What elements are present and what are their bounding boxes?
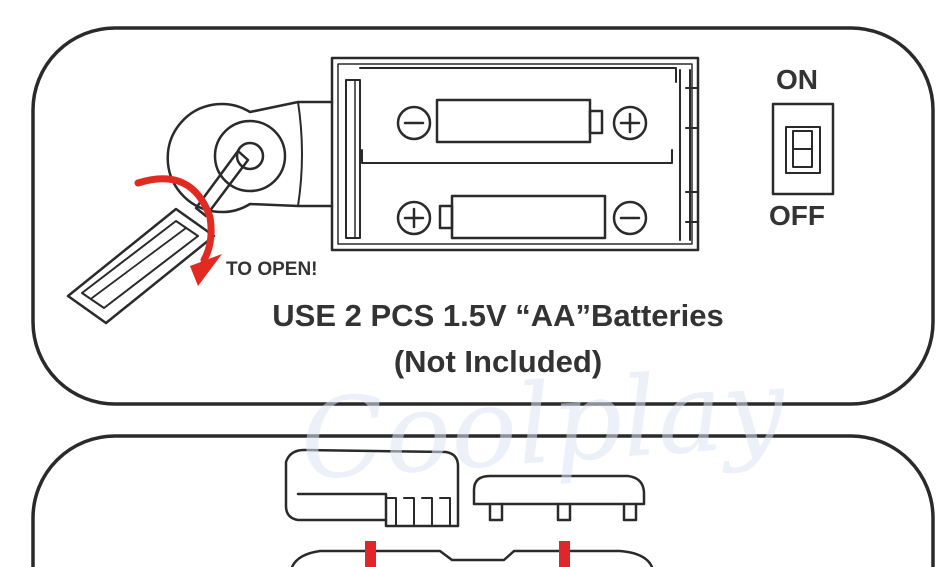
battery-top [396,98,648,144]
to-open-label: TO OPEN! [226,259,318,280]
cover-cap-right [472,474,646,522]
power-switch [771,102,835,196]
plus-terminal-icon [396,200,432,236]
bottom-panel-outline [31,434,935,567]
top-panel-outline [31,26,935,406]
plus-terminal-icon [612,105,648,141]
rotate-arrow-icon [134,175,222,286]
screwdriver-icon [66,149,250,325]
red-strap-right [559,541,570,567]
cover-cap-left [284,448,460,528]
screw-boss [166,100,334,214]
red-strap-left [365,541,376,567]
switch-off-label: OFF [769,200,825,231]
not-included-note: (Not Included) [393,344,603,379]
battery-instruction: USE 2 PCS 1.5V “AA”Batteries [272,298,724,333]
battery-bottom [396,194,648,240]
battery-compartment [330,56,700,252]
device-bottom-partial [290,541,654,567]
switch-on-label: ON [776,64,818,95]
minus-terminal-icon [612,200,648,236]
minus-terminal-icon [396,105,432,141]
